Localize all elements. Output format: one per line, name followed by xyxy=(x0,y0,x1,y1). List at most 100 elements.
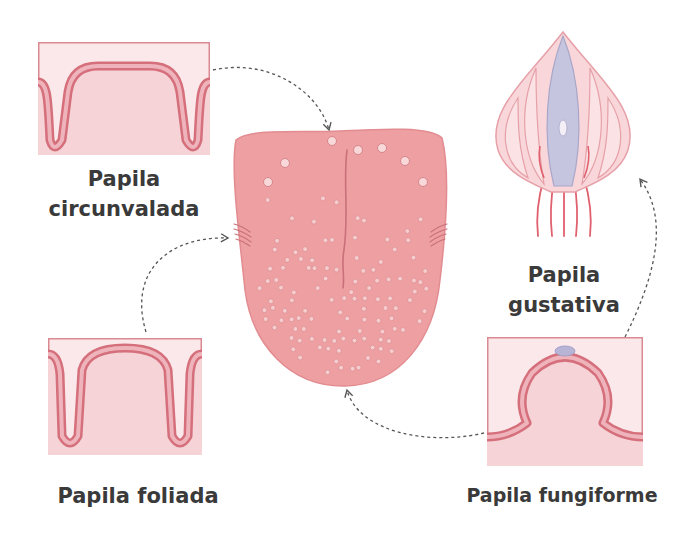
mucosa-outline xyxy=(487,357,643,437)
fungiform-dot xyxy=(353,279,358,284)
fungiform-dot xyxy=(371,267,376,272)
dashed-arrow xyxy=(625,179,656,337)
fungiform-dot xyxy=(337,348,342,353)
papilla-label: Papila foliada xyxy=(13,481,263,511)
fungiform-dot xyxy=(388,296,393,301)
fungiform-dot xyxy=(269,299,274,304)
fungiform-dot xyxy=(352,338,357,343)
fungiform-dot xyxy=(275,238,280,243)
fungiform-dot xyxy=(334,200,339,205)
fungiform-dot xyxy=(274,278,279,283)
fungiform-dot xyxy=(265,279,270,284)
fungiform-dot xyxy=(337,329,342,334)
fungiform-dot xyxy=(323,238,328,243)
inset-box xyxy=(487,337,643,466)
fungiform-dot xyxy=(289,317,294,322)
fungiform-dot xyxy=(412,289,417,294)
leader-arrow xyxy=(213,67,329,130)
fungiform-dot xyxy=(408,298,413,303)
fungiform-dot xyxy=(322,338,327,343)
fungiform-dot xyxy=(317,345,322,350)
mucosa-outline xyxy=(48,348,202,443)
leader-arrow xyxy=(142,238,228,332)
fungiform-dot xyxy=(330,238,335,243)
mucosa-inner xyxy=(48,348,202,443)
fungiform-dot xyxy=(334,359,339,364)
fungiform-dot xyxy=(418,280,423,285)
fungiform-dot xyxy=(422,309,427,314)
fungiform-dot xyxy=(290,298,295,303)
fungiform-dot xyxy=(341,336,346,341)
taste-cell xyxy=(547,36,579,186)
papilla-inset: Papila foliada xyxy=(48,338,202,455)
mucosa-inner xyxy=(487,357,643,437)
fungiform-dot xyxy=(299,257,304,262)
median-groove xyxy=(343,150,347,288)
fungiform-dot xyxy=(342,296,347,301)
fungiform-dot xyxy=(367,286,372,291)
fungiform-dot xyxy=(298,355,303,360)
mucosa-inner xyxy=(38,66,210,147)
fungiform-dot xyxy=(293,250,298,255)
mucosa-fill xyxy=(38,66,210,155)
fungiform-dot xyxy=(282,308,287,313)
fungiform-dot xyxy=(279,285,284,290)
mucosa-outline xyxy=(38,66,210,147)
tongue xyxy=(234,129,446,386)
fungiform-dot xyxy=(378,337,383,342)
foliate-grooves xyxy=(234,224,447,246)
fungiform-dot xyxy=(383,306,388,311)
fungiform-dot xyxy=(376,318,381,323)
fungiform-dot xyxy=(310,258,315,263)
fungiform-dot xyxy=(279,318,284,323)
fungiform-dot xyxy=(339,365,344,370)
fungiform-dot xyxy=(412,278,417,283)
papilla-label: Papila gustativa xyxy=(490,260,638,320)
fungiform-dot xyxy=(385,237,390,242)
fungiform-dot xyxy=(389,349,394,354)
fungiform-dot xyxy=(405,229,410,234)
fungiform-dot xyxy=(293,327,298,332)
fungiform-dot xyxy=(262,308,267,313)
fungiform-dot xyxy=(326,346,331,351)
fungiform-dot xyxy=(423,269,428,274)
fungiform-dot xyxy=(271,305,276,310)
papilla-inset: Papila fungiforme xyxy=(487,337,643,466)
fungiform-dot xyxy=(362,218,367,223)
fungiform-dot xyxy=(281,265,286,270)
fungiform-dot xyxy=(357,329,362,334)
fungiform-dot xyxy=(392,326,397,331)
mucosa-fill xyxy=(48,348,202,455)
fungiform-dot xyxy=(378,260,383,265)
fungiform-dot xyxy=(329,297,334,302)
fungiform-dot xyxy=(291,290,296,295)
fungiform-dot xyxy=(303,247,308,252)
fungiform-dot xyxy=(398,276,403,281)
fungiform-dot xyxy=(361,269,366,274)
fungiform-dot xyxy=(393,306,398,311)
fungiform-dot xyxy=(345,316,350,321)
fungiform-dot xyxy=(386,277,391,282)
papilla-label: Papila fungiforme xyxy=(440,480,684,510)
fungiform-dot xyxy=(349,290,354,295)
fungiform-dot xyxy=(312,266,317,271)
fungiform-dot xyxy=(376,359,381,364)
fungiform-dot xyxy=(272,247,277,252)
fungiform-dot xyxy=(323,276,328,281)
taste-bud-outline xyxy=(496,32,630,192)
fungiform-dot xyxy=(315,286,320,291)
papilla-label: Papila circunvalada xyxy=(24,164,224,224)
circumvallate-papillae xyxy=(264,137,428,187)
fungiform-dot xyxy=(389,316,394,321)
fungiform-dot xyxy=(272,325,277,330)
fungiform-dot xyxy=(417,319,422,324)
inset-box xyxy=(38,42,210,155)
inset-box xyxy=(48,338,202,455)
fungiform-dot xyxy=(375,278,380,283)
fungiform-dot xyxy=(321,196,326,201)
fungiform-dot xyxy=(309,317,314,322)
fungiform-dot xyxy=(301,327,306,332)
fungiform-dot xyxy=(352,296,357,301)
fungiform-dot xyxy=(378,346,383,351)
fungiform-dot xyxy=(268,266,273,271)
